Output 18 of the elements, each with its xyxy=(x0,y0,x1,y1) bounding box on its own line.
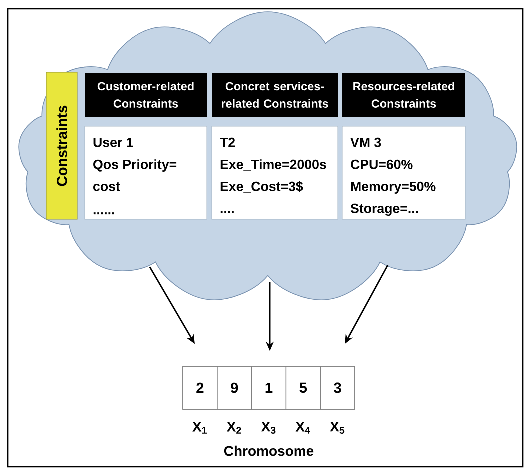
content-box: User 1 Qos Priority= cost ...... xyxy=(84,126,208,220)
node-label: Chromosome xyxy=(224,446,314,456)
content-box: T2 Exe_Time=2000s Exe_Cost=3$ .... xyxy=(212,126,338,220)
chromosome-cell: 5 xyxy=(286,366,321,410)
header-box: Customer-related Constraints xyxy=(85,73,207,117)
chromosome-cell: 2 xyxy=(182,366,218,410)
variable-label: X$_{1}$ xyxy=(192,422,207,434)
chromosome-cell: 9 xyxy=(217,366,252,410)
header-box: Concret services-related Constraints xyxy=(212,73,338,117)
variable-label: X$_{2}$ xyxy=(227,422,242,434)
title-band: Constraints xyxy=(46,72,78,220)
variable-label: X$_{5}$ xyxy=(330,422,345,434)
variable-label: X$_{4}$ xyxy=(296,422,310,434)
variable-label: X$_{3}$ xyxy=(261,422,276,434)
header-box: Resources-related Constraints xyxy=(342,73,466,117)
chromosome-cell: 1 xyxy=(251,366,287,410)
content-box: VM 3 CPU=60% Memory=50% Storage=... xyxy=(342,126,466,220)
chromosome-cell: 3 xyxy=(320,366,356,410)
